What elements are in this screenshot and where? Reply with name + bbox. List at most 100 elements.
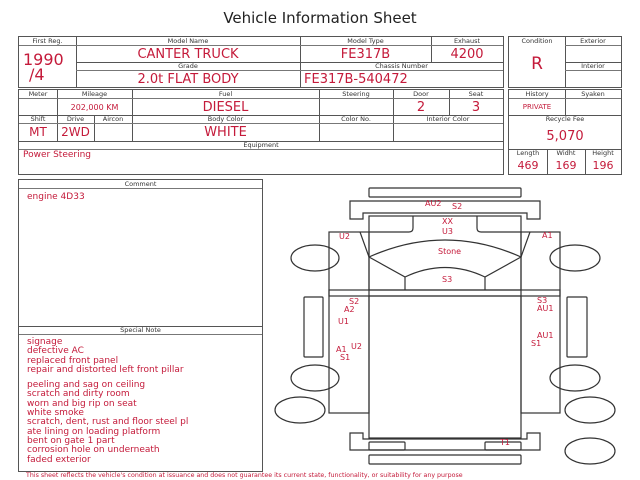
rear-bumper xyxy=(349,432,541,451)
model-type-label: Model Type xyxy=(300,37,431,46)
equipment-label: Equipment xyxy=(19,141,503,150)
steering-label: Steering xyxy=(319,90,393,99)
drive-label: Drive xyxy=(57,115,94,124)
height-label: Height xyxy=(592,149,614,157)
wheel-rear-right xyxy=(549,364,601,392)
rear-bumper-bar xyxy=(368,454,522,465)
seat-label: Seat xyxy=(449,90,503,99)
wheel-rear-right-outer xyxy=(564,396,616,424)
recycle-fee-label: Recycle Fee xyxy=(545,115,585,123)
first-reg-year: 1990 xyxy=(23,50,64,69)
width-value: 169 xyxy=(555,159,577,172)
loading-platform xyxy=(368,295,522,439)
mark-s1-left: S1 xyxy=(340,353,351,362)
vehicle-id-table: First Reg. 1990 /4 Model Name CANTER TRU… xyxy=(18,36,504,88)
special-note-item: peeling and sag on ceiling xyxy=(27,380,146,391)
chassis-label: Chassis Number xyxy=(300,62,503,71)
comment-text: engine 4D33 xyxy=(27,192,85,202)
comment-box: Comment engine 4D33 Special Note signage… xyxy=(18,179,263,472)
model-type-value: FE317B xyxy=(340,46,391,62)
left-mirror xyxy=(303,296,324,358)
rear-light-left xyxy=(368,441,406,451)
cab-band xyxy=(328,289,561,297)
model-name-value: CANTER TRUCK xyxy=(137,46,239,62)
fuel-label: Fuel xyxy=(132,90,319,99)
special-note-item: worn and big rip on seat xyxy=(27,398,137,409)
condition-table: Condition R Exterior Interior xyxy=(508,36,622,88)
special-note-item: faded exterior xyxy=(27,454,91,465)
mark-xx: XX xyxy=(442,217,453,226)
mileage-label: Mileage xyxy=(57,90,132,99)
footer-disclaimer: This sheet reflects the vehicle's condit… xyxy=(26,472,463,479)
syaken-label: Syaken xyxy=(565,90,621,99)
mark-u2-left-front: U2 xyxy=(339,232,350,241)
wheel-rear-left-outer xyxy=(274,396,326,424)
mark-au1-right-2: AU1 xyxy=(537,331,554,340)
front-bumper-bar xyxy=(368,187,522,198)
door-label: Door xyxy=(393,90,449,99)
wheel-front-left xyxy=(290,244,340,272)
mark-u1-left: U1 xyxy=(338,317,349,326)
left-side-panel xyxy=(328,231,370,414)
length-value: 469 xyxy=(517,159,539,172)
windshield xyxy=(359,231,531,290)
mark-a1-right-front: A1 xyxy=(542,231,553,240)
first-reg-label: First Reg. xyxy=(19,37,76,46)
shift-label: Shift xyxy=(19,115,57,124)
meter-label: Meter xyxy=(19,90,57,99)
exhaust-label: Exhaust xyxy=(431,37,503,46)
interior-color-label: Interior Color xyxy=(393,115,503,124)
history-value: PRIVATE xyxy=(522,103,552,111)
special-note-item: bent on gate 1 part xyxy=(27,435,115,446)
specs-table: Meter Mileage 202,000 KM Fuel DIESEL Ste… xyxy=(18,89,504,175)
cab-roof-cutouts xyxy=(369,216,521,233)
length-label: Length xyxy=(516,149,540,157)
special-note-item: white smoke xyxy=(27,408,84,419)
mark-a1-left: A1 xyxy=(336,345,347,354)
special-note-item: defective AC xyxy=(27,346,84,357)
width-label: Widht xyxy=(556,149,576,157)
special-note-item: replaced front panel xyxy=(27,355,119,366)
equipment-value: Power Steering xyxy=(23,150,92,160)
body-color-label: Body Color xyxy=(132,115,319,124)
condition-value: R xyxy=(531,54,543,74)
mark-t1: T1 xyxy=(500,438,510,447)
mark-s3-cab: S3 xyxy=(442,275,453,284)
wheel-rear-left xyxy=(290,364,340,392)
grade-label: Grade xyxy=(76,62,300,71)
special-note-item: ate lining on loading platform xyxy=(27,426,161,437)
exterior-label: Exterior xyxy=(565,37,621,46)
special-note-item: signage xyxy=(27,337,63,347)
mark-s2-front: S2 xyxy=(452,202,463,211)
aircon-label: Aircon xyxy=(94,115,132,124)
first-reg-month: /4 xyxy=(29,65,45,84)
mark-u2-left: U2 xyxy=(351,342,362,351)
mark-u3: U3 xyxy=(442,227,453,236)
mark-s1-right: S1 xyxy=(531,339,542,348)
special-note-label: Special Note xyxy=(19,326,262,335)
history-table: History PRIVATE Syaken Recycle Fee 5,070… xyxy=(508,89,622,175)
rear-light-right xyxy=(484,441,522,451)
exhaust-value: 4200 xyxy=(450,46,484,62)
shift-value: MT xyxy=(29,125,47,139)
drive-value: 2WD xyxy=(61,125,90,139)
page-title: Vehicle Information Sheet xyxy=(223,9,417,27)
wheel-front-right xyxy=(549,244,601,272)
seat-value: 3 xyxy=(471,99,481,115)
model-name-label: Model Name xyxy=(76,37,300,46)
special-note-item: repair and distorted left front pillar xyxy=(27,364,184,375)
fuel-value: DIESEL xyxy=(202,99,249,115)
condition-label: Condition xyxy=(521,37,553,45)
mark-au1-right-1: AU1 xyxy=(537,304,554,313)
recycle-fee-value: 5,070 xyxy=(546,128,584,144)
mileage-value: 202,000 KM xyxy=(70,102,119,112)
interior-label: Interior xyxy=(565,62,621,71)
history-label: History xyxy=(509,90,565,99)
spare-wheel xyxy=(564,437,616,465)
front-bumper xyxy=(349,200,541,220)
first-reg-value: 1990 /4 xyxy=(19,47,76,87)
grade-value: 2.0t FLAT BODY xyxy=(137,71,239,87)
mark-stone: Stone xyxy=(438,247,462,256)
